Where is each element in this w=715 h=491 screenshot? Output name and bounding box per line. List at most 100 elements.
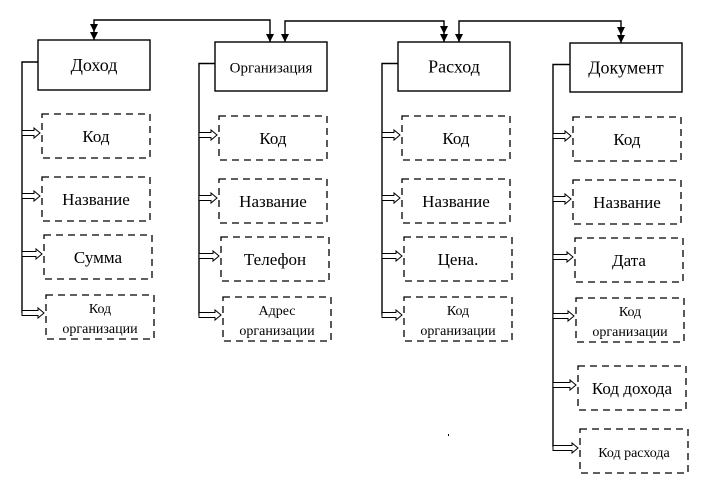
- attribute-box[interactable]: [41, 176, 151, 222]
- attribute-box[interactable]: [574, 237, 684, 283]
- hollow-arrow-icon: [381, 128, 401, 142]
- entity-title: Расход: [428, 57, 480, 77]
- attribute-box[interactable]: [401, 178, 511, 224]
- stray-dot: [448, 434, 449, 436]
- attribute-label-line: Код: [619, 305, 641, 320]
- attribute-connector: [552, 63, 570, 447]
- arrow-head-icon: [440, 26, 448, 34]
- attribute-label-line: Код: [89, 302, 111, 317]
- attribute-label: Код организации: [420, 304, 496, 339]
- entity-box[interactable]: [37, 39, 151, 91]
- arrow-head-icon: [90, 24, 98, 32]
- hollow-arrow-icon: [552, 129, 572, 143]
- entity-box[interactable]: [569, 42, 683, 93]
- arrow-head-icon: [617, 27, 625, 35]
- attribute-label: Адрес организации: [239, 304, 315, 339]
- attribute-label-line: организации: [62, 322, 138, 337]
- attribute-label: Название: [422, 192, 490, 211]
- attribute-label: Код: [442, 129, 470, 148]
- entity-box[interactable]: [397, 41, 511, 92]
- attribute-label: Код организации: [62, 302, 138, 337]
- attribute-item: Адрес организации: [198, 296, 332, 342]
- attribute-item: Код: [381, 115, 511, 161]
- attribute-connector: [198, 62, 215, 315]
- attribute-label: Код дохода: [592, 379, 673, 398]
- hollow-arrow-icon: [552, 378, 577, 392]
- relation-expense-document: [458, 20, 622, 43]
- entity-title: Организация: [230, 61, 313, 77]
- attribute-item: Код дохода: [552, 365, 687, 411]
- attribute-label: Код: [259, 129, 287, 148]
- hollow-arrow-icon: [552, 309, 575, 323]
- attribute-box[interactable]: [41, 113, 151, 159]
- arrow-head-icon: [281, 34, 289, 42]
- attribute-label: Код: [613, 130, 641, 149]
- hollow-arrow-icon: [552, 192, 572, 206]
- attribute-connector: [21, 61, 38, 313]
- hollow-arrow-icon: [21, 306, 45, 320]
- attribute-box[interactable]: [572, 116, 682, 162]
- hollow-arrow-icon: [198, 128, 218, 142]
- attribute-label: Цена.: [438, 250, 479, 269]
- arrow-head-icon: [617, 35, 625, 43]
- attribute-item: Код: [21, 113, 151, 159]
- arrow-head-icon: [266, 34, 274, 42]
- relation-income-organization: [93, 19, 271, 42]
- hollow-arrow-icon: [381, 249, 403, 263]
- hollow-arrow-icon: [198, 191, 218, 205]
- hollow-arrow-icon: [21, 189, 41, 203]
- attribute-box[interactable]: [403, 296, 513, 342]
- attribute-box[interactable]: [575, 297, 685, 343]
- hollow-arrow-icon: [552, 441, 579, 455]
- attribute-item: Телефон: [198, 236, 330, 282]
- attribute-label: Телефон: [244, 250, 306, 269]
- attribute-box[interactable]: [220, 236, 330, 282]
- entity-title: Документ: [588, 58, 664, 78]
- attribute-box[interactable]: [43, 234, 153, 280]
- attribute-label-line: организации: [239, 324, 315, 339]
- attribute-label: Название: [239, 192, 307, 211]
- hollow-arrow-icon: [381, 308, 403, 322]
- attribute-box[interactable]: [222, 296, 332, 342]
- attribute-box[interactable]: [579, 428, 689, 474]
- attribute-label-line: организации: [420, 324, 496, 339]
- attribute-label: Название: [593, 193, 661, 212]
- arrow-head-icon: [90, 32, 98, 40]
- hollow-arrow-icon: [552, 250, 574, 264]
- attribute-box[interactable]: [572, 179, 682, 225]
- attribute-item: Код организации: [21, 294, 155, 340]
- attribute-label: Код: [82, 127, 110, 146]
- attribute-box[interactable]: [401, 115, 511, 161]
- attribute-label: Код расхода: [598, 446, 670, 461]
- attribute-label: Сумма: [74, 248, 123, 267]
- attribute-box[interactable]: [403, 236, 513, 282]
- attribute-connector: [381, 62, 398, 315]
- entity-box[interactable]: [214, 41, 328, 92]
- hollow-arrow-icon: [381, 191, 401, 205]
- hollow-arrow-icon: [21, 247, 43, 261]
- attribute-box[interactable]: [45, 294, 155, 340]
- attribute-label: Дата: [612, 251, 646, 270]
- attribute-label-line: Код: [447, 304, 469, 319]
- hollow-arrow-icon: [198, 308, 222, 322]
- attribute-label: Название: [62, 190, 130, 209]
- hollow-arrow-icon: [198, 249, 220, 263]
- entity-title: Доход: [71, 55, 118, 75]
- attribute-item: Код: [552, 116, 682, 162]
- attribute-box[interactable]: [218, 115, 328, 161]
- attribute-label-line: Адрес: [258, 304, 295, 319]
- attribute-item: Код организации: [381, 296, 513, 342]
- attribute-item: Название: [381, 178, 511, 224]
- attribute-box[interactable]: [577, 365, 687, 411]
- relationship-connectors: [93, 19, 622, 43]
- attribute-item: Дата: [552, 237, 684, 283]
- attribute-box[interactable]: [218, 178, 328, 224]
